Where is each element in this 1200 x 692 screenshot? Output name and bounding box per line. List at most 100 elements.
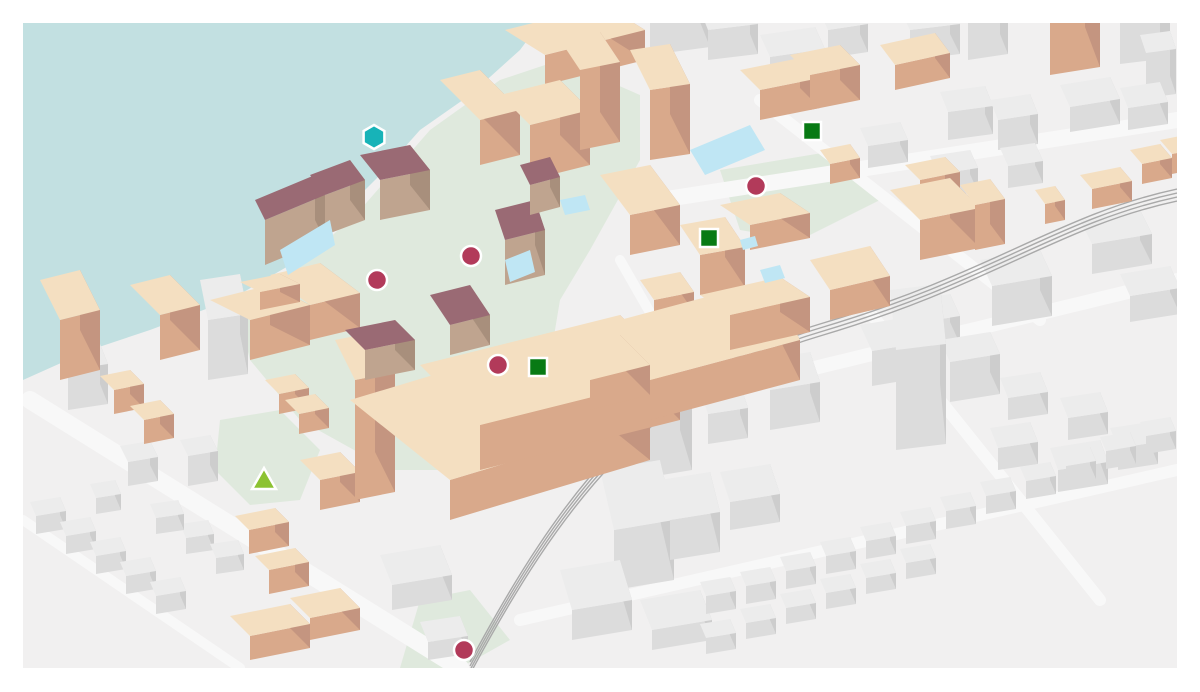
city-building-48-face-a xyxy=(706,633,736,654)
city-building-25 xyxy=(990,422,1038,470)
campus-building-10-roof xyxy=(740,58,820,90)
city-building-53 xyxy=(900,544,936,579)
city-building-63-roof xyxy=(150,577,186,596)
circle-marker-shape[interactable] xyxy=(744,174,768,198)
square-marker-shape[interactable] xyxy=(801,120,823,142)
square-marker-3[interactable] xyxy=(527,356,549,378)
circle-marker-shape[interactable] xyxy=(459,244,483,268)
city-building-34-roof xyxy=(560,560,632,610)
city-building-53-face-a xyxy=(906,558,936,579)
square-marker-shape[interactable] xyxy=(527,356,549,378)
city-building-67 xyxy=(150,500,184,534)
circle-marker-1[interactable] xyxy=(365,268,389,292)
city-building-51-face-a xyxy=(826,588,856,609)
city-building-32-roof xyxy=(660,472,720,520)
campus-building-35-roof xyxy=(290,588,360,618)
campus-building-34 xyxy=(230,604,310,660)
city-building-15 xyxy=(1000,143,1043,188)
circle-marker-3[interactable] xyxy=(486,353,510,377)
circle-marker-shape[interactable] xyxy=(486,353,510,377)
triangle-marker-1[interactable] xyxy=(249,465,279,491)
city-building-39-face-a xyxy=(826,551,856,574)
city-building-13 xyxy=(860,122,908,168)
city-building-33-roof xyxy=(720,464,780,502)
square-marker-1[interactable] xyxy=(801,120,823,142)
circle-marker-2[interactable] xyxy=(459,244,483,268)
triangle-marker-shape[interactable] xyxy=(249,465,279,491)
historic-building-5 xyxy=(430,285,490,355)
campus-building-32-roof xyxy=(235,508,289,530)
city-building-1-face-b xyxy=(700,23,710,47)
city-building-31-face-a xyxy=(614,520,674,590)
campus-building-31-roof xyxy=(285,394,329,414)
campus-building-24 xyxy=(130,275,200,360)
campus-building-27 xyxy=(240,274,300,310)
campus-building-21-roof xyxy=(1160,136,1177,154)
city-building-38-roof xyxy=(780,552,816,571)
city-building-21-roof xyxy=(940,332,1000,362)
campus-map[interactable] xyxy=(23,23,1177,668)
city-building-56-roof xyxy=(180,435,218,456)
city-building-47 xyxy=(1140,417,1176,454)
historic-building-1 xyxy=(255,175,325,265)
city-building-39-roof xyxy=(820,537,856,556)
circle-marker-shape[interactable] xyxy=(452,638,476,662)
hexagon-marker-shape[interactable] xyxy=(362,123,386,151)
campus-buildings-layer xyxy=(40,23,1177,660)
city-building-40-face-a xyxy=(866,536,896,559)
square-marker-shape[interactable] xyxy=(698,227,720,249)
campus-building-3-roof xyxy=(500,80,590,125)
city-building-23 xyxy=(1000,372,1048,420)
map-canvas[interactable] xyxy=(23,23,1177,668)
markers-layer[interactable] xyxy=(249,120,823,662)
glass-pool xyxy=(560,195,590,215)
city-building-54 xyxy=(380,545,452,610)
campus-building-6 xyxy=(600,165,680,255)
city-building-2-face-a xyxy=(708,24,758,60)
campus-building-4-roof xyxy=(560,32,620,70)
campus-building-18-roof xyxy=(1035,186,1065,204)
campus-building-42-roof xyxy=(560,335,650,380)
historic-building-1-face-a xyxy=(265,195,325,265)
city-building-12-roof xyxy=(1120,82,1168,108)
campus-building-15 xyxy=(810,246,890,320)
city-building-67-face-a xyxy=(156,514,184,534)
campus-building-17 xyxy=(960,179,1005,250)
campus-building-14-roof xyxy=(820,144,860,164)
circle-marker-5[interactable] xyxy=(452,638,476,662)
city-building-40 xyxy=(860,522,896,559)
city-building-50 xyxy=(780,589,816,624)
city-building-6-face-b xyxy=(1000,23,1008,54)
city-building-56 xyxy=(180,435,218,486)
city-building-45-face-a xyxy=(1066,461,1096,484)
city-building-38 xyxy=(780,552,816,589)
city-building-36-roof xyxy=(700,577,736,596)
campus-building-13-roof xyxy=(905,157,960,180)
circle-marker-shape[interactable] xyxy=(365,268,389,292)
city-building-16-face-a xyxy=(1092,234,1152,274)
campus-building-12-face-a xyxy=(895,53,950,90)
campus-building-12 xyxy=(880,33,950,90)
campus-building-28-roof xyxy=(100,370,144,390)
glass-atrium-north xyxy=(690,125,765,175)
glass-skylight-2 xyxy=(740,236,758,250)
city-building-6-face-a xyxy=(968,23,1008,60)
city-building-46 xyxy=(1100,432,1136,469)
city-building-43-roof xyxy=(980,477,1016,496)
city-building-37-roof xyxy=(740,567,776,586)
city-building-43-face-a xyxy=(986,491,1016,514)
square-marker-2[interactable] xyxy=(698,227,720,249)
campus-building-41 xyxy=(700,277,810,350)
city-building-23-face-a xyxy=(1008,392,1048,420)
hexagon-marker-1[interactable] xyxy=(362,123,386,151)
circle-marker-4[interactable] xyxy=(744,174,768,198)
campus-building-23 xyxy=(40,270,100,380)
city-building-62 xyxy=(120,557,156,594)
city-building-52-face-a xyxy=(866,573,896,594)
city-building-58-roof xyxy=(120,441,158,462)
campus-building-15-face-a xyxy=(830,276,890,320)
city-building-22 xyxy=(890,284,946,450)
city-building-66-roof xyxy=(210,540,244,558)
city-building-50-face-a xyxy=(786,603,816,624)
city-building-63 xyxy=(150,577,186,614)
